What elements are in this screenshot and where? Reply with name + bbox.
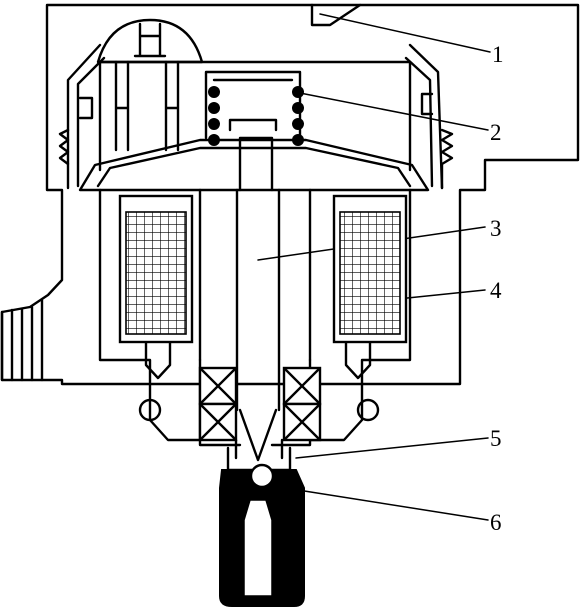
nozzle-bore <box>243 499 273 597</box>
left-seal-blocks <box>198 366 238 442</box>
callout-label-2: 2 <box>490 120 502 145</box>
left-coil-winding <box>125 211 187 335</box>
spring-chamber <box>204 70 302 140</box>
leader-line-2 <box>299 92 489 131</box>
nozzle-shoulder <box>148 382 364 442</box>
callout-label-4: 4 <box>490 278 502 303</box>
terminal-posts <box>114 60 180 152</box>
needle-body <box>235 188 281 412</box>
right-clip <box>440 128 454 190</box>
upper-body <box>98 60 412 172</box>
callout-label-5: 5 <box>490 426 502 451</box>
armature-inner <box>96 146 412 188</box>
needle-cone <box>238 408 278 462</box>
spring-seat <box>228 118 278 132</box>
right-o-ring <box>356 398 380 422</box>
right-coil-winding <box>339 211 401 335</box>
cap-post <box>133 22 167 58</box>
left-latch <box>78 96 94 120</box>
callout-label-6: 6 <box>490 510 502 535</box>
core-tube <box>198 188 312 362</box>
callout-label-1: 1 <box>492 42 504 67</box>
left-o-ring <box>138 398 162 422</box>
right-latch <box>420 92 434 116</box>
left-coil-tip <box>144 338 172 380</box>
connector-tab <box>310 3 362 27</box>
leader-line-6 <box>297 489 489 521</box>
callout-label-3: 3 <box>490 216 502 241</box>
right-seal-blocks <box>282 366 322 442</box>
housing-outline <box>0 3 580 386</box>
right-coil-tip <box>344 338 372 380</box>
armature-plate <box>78 138 430 192</box>
leader-line-5 <box>295 437 489 459</box>
cap-dome <box>96 18 204 64</box>
left-clip <box>58 128 70 166</box>
side-connector-ribs <box>0 298 44 382</box>
cover-inner <box>76 56 434 188</box>
leader-line-1 <box>319 13 491 53</box>
needle-ball <box>249 463 275 489</box>
stem-top <box>238 136 274 192</box>
spring <box>208 86 304 146</box>
